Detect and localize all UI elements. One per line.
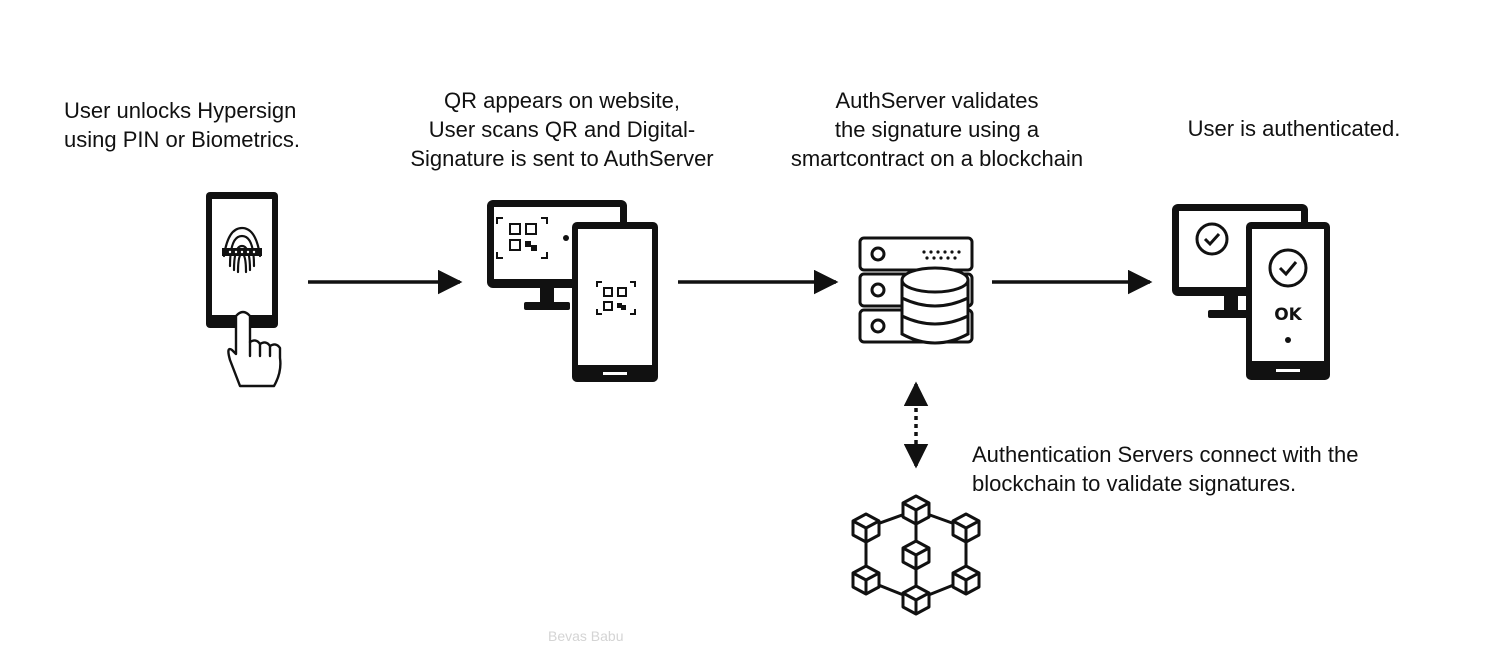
- phone-fingerprint-icon: [206, 192, 282, 388]
- block-cube-icon: [901, 584, 931, 616]
- step4-caption: User is authenticated.: [1156, 114, 1432, 143]
- qr-code-icon: [496, 217, 548, 259]
- step3-caption-line: smartcontract on a blockchain: [790, 146, 1084, 171]
- block-cube-icon: [901, 539, 931, 571]
- ok-label: OK: [1274, 305, 1302, 325]
- blockchain-network-icon: [851, 494, 981, 616]
- blockchain-caption: Authentication Servers connect with the …: [972, 440, 1358, 498]
- check-circle-icon: [1195, 222, 1229, 256]
- step2-caption-line: QR appears on website,: [443, 88, 681, 113]
- blockchain-caption-line: blockchain to validate signatures.: [972, 471, 1297, 496]
- step2-caption: QR appears on website, User scans QR and…: [386, 86, 738, 173]
- database-icon: [900, 266, 970, 345]
- server-database-icon: [858, 236, 974, 345]
- block-cube-icon: [901, 494, 931, 526]
- step1-caption: User unlocks Hypersign using PIN or Biom…: [64, 96, 300, 154]
- qr-scan-devices-icon: [487, 200, 658, 382]
- finger-tap-icon: [227, 310, 282, 388]
- qr-code-icon: [596, 281, 636, 315]
- step2-caption-line: User scans QR and Digital-: [428, 117, 696, 142]
- block-cube-icon: [851, 512, 881, 544]
- block-cube-icon: [951, 564, 981, 596]
- step1-caption-line: using PIN or Biometrics.: [64, 127, 300, 152]
- check-circle-icon: [1268, 248, 1308, 288]
- step1-caption-line: User unlocks Hypersign: [64, 98, 297, 123]
- step3-caption: AuthServer validates the signature using…: [760, 86, 1114, 173]
- step3-caption-line: the signature using a: [834, 117, 1040, 142]
- step3-caption-line: AuthServer validates: [835, 88, 1039, 113]
- step4-caption-line: User is authenticated.: [1187, 116, 1401, 141]
- step2-caption-line: Signature is sent to AuthServer: [410, 146, 714, 171]
- authenticated-devices-icon: OK: [1172, 204, 1330, 380]
- watermark-text: Bevas Babu: [548, 628, 624, 644]
- block-cube-icon: [951, 512, 981, 544]
- blockchain-caption-line: Authentication Servers connect with the: [972, 442, 1359, 467]
- block-cube-icon: [851, 564, 881, 596]
